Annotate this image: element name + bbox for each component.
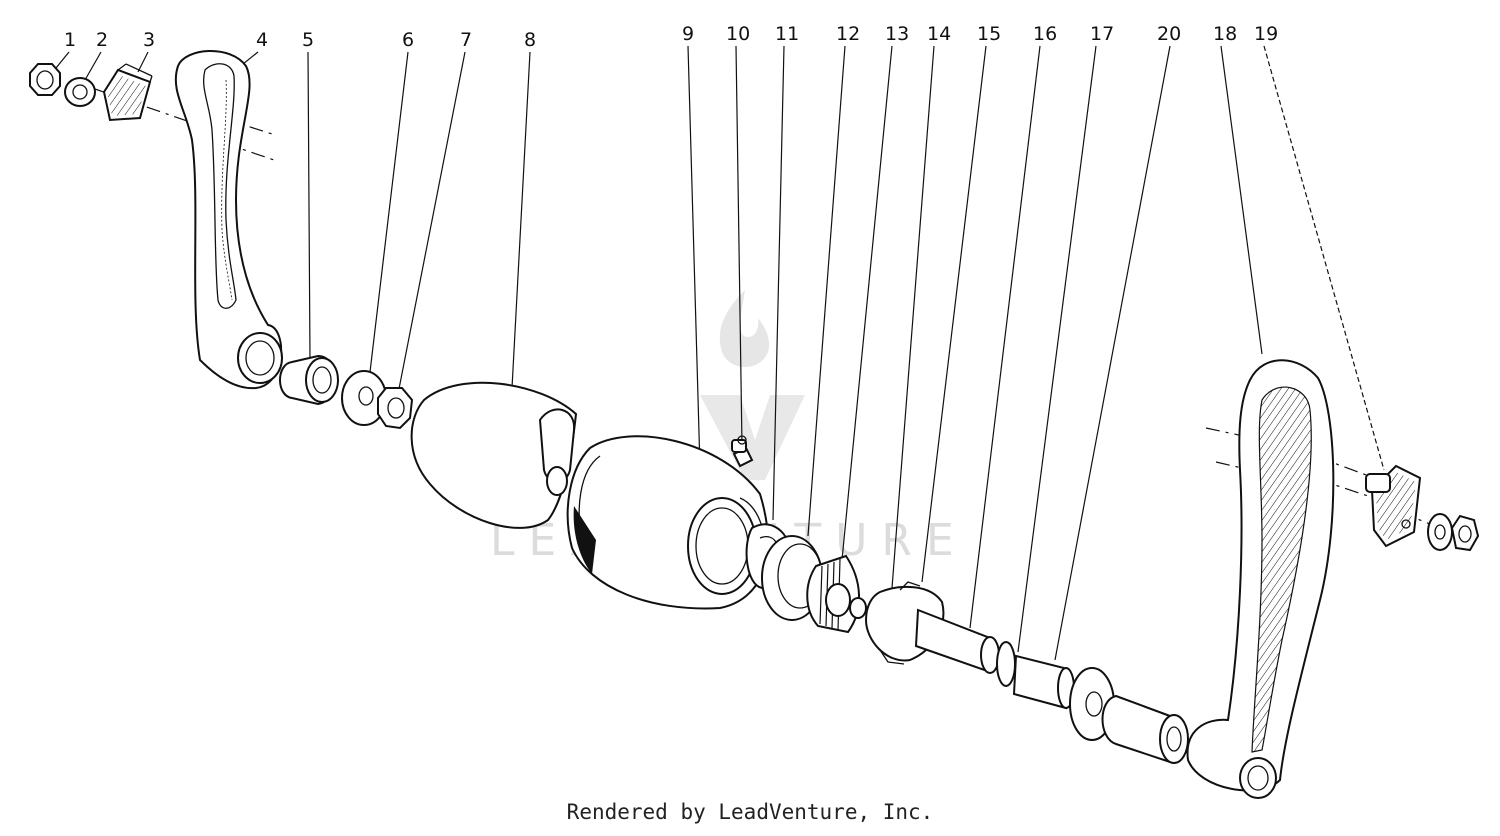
callout-14: 14 <box>927 23 951 45</box>
callout-19: 19 <box>1254 23 1278 45</box>
callout-7: 7 <box>460 29 472 51</box>
part-13-roller-bearing <box>806 554 860 634</box>
part-8-sleeve <box>410 381 578 529</box>
callout-18: 18 <box>1213 23 1237 45</box>
part-10-grease-fitting <box>731 435 754 468</box>
callout-4: 4 <box>256 29 268 51</box>
callout-10: 10 <box>726 23 750 45</box>
part-4-left-arm <box>174 50 283 390</box>
part-18-right-arm <box>1186 359 1335 799</box>
callout-8: 8 <box>524 29 536 51</box>
spacer-tube <box>1101 694 1189 764</box>
part-15-axle-shaft <box>914 608 1000 674</box>
callout-11: 11 <box>775 23 799 45</box>
part-3-adjuster-block <box>102 63 153 122</box>
part-16-snap-ring <box>996 641 1016 687</box>
part-19-adjuster-block <box>1365 464 1422 548</box>
part-1-hex-nut <box>29 63 61 96</box>
callout-labels: 1 2 3 4 5 6 7 8 9 10 11 12 13 14 15 16 1… <box>64 23 1278 51</box>
callout-13: 13 <box>885 23 909 45</box>
part-5-bushing <box>279 354 339 406</box>
callout-6: 6 <box>402 29 414 51</box>
right-lock-washer <box>1427 513 1453 551</box>
callout-20: 20 <box>1157 23 1181 45</box>
callout-9: 9 <box>682 23 694 45</box>
credit-footer: Rendered by LeadVenture, Inc. <box>566 800 934 824</box>
callout-5: 5 <box>302 29 314 51</box>
callout-3: 3 <box>143 29 155 51</box>
callout-17: 17 <box>1090 23 1114 45</box>
callout-16: 16 <box>1033 23 1057 45</box>
callout-1: 1 <box>64 29 76 51</box>
part-2-lock-washer <box>64 77 96 107</box>
callout-12: 12 <box>836 23 860 45</box>
leader-lines <box>55 45 1385 661</box>
right-hex-nut <box>1450 514 1480 552</box>
callout-2: 2 <box>96 29 108 51</box>
part-9-hub-housing <box>566 435 769 610</box>
part-7-nut <box>377 387 414 430</box>
part-17-threaded-stud <box>1012 654 1075 710</box>
callout-15: 15 <box>977 23 1001 45</box>
